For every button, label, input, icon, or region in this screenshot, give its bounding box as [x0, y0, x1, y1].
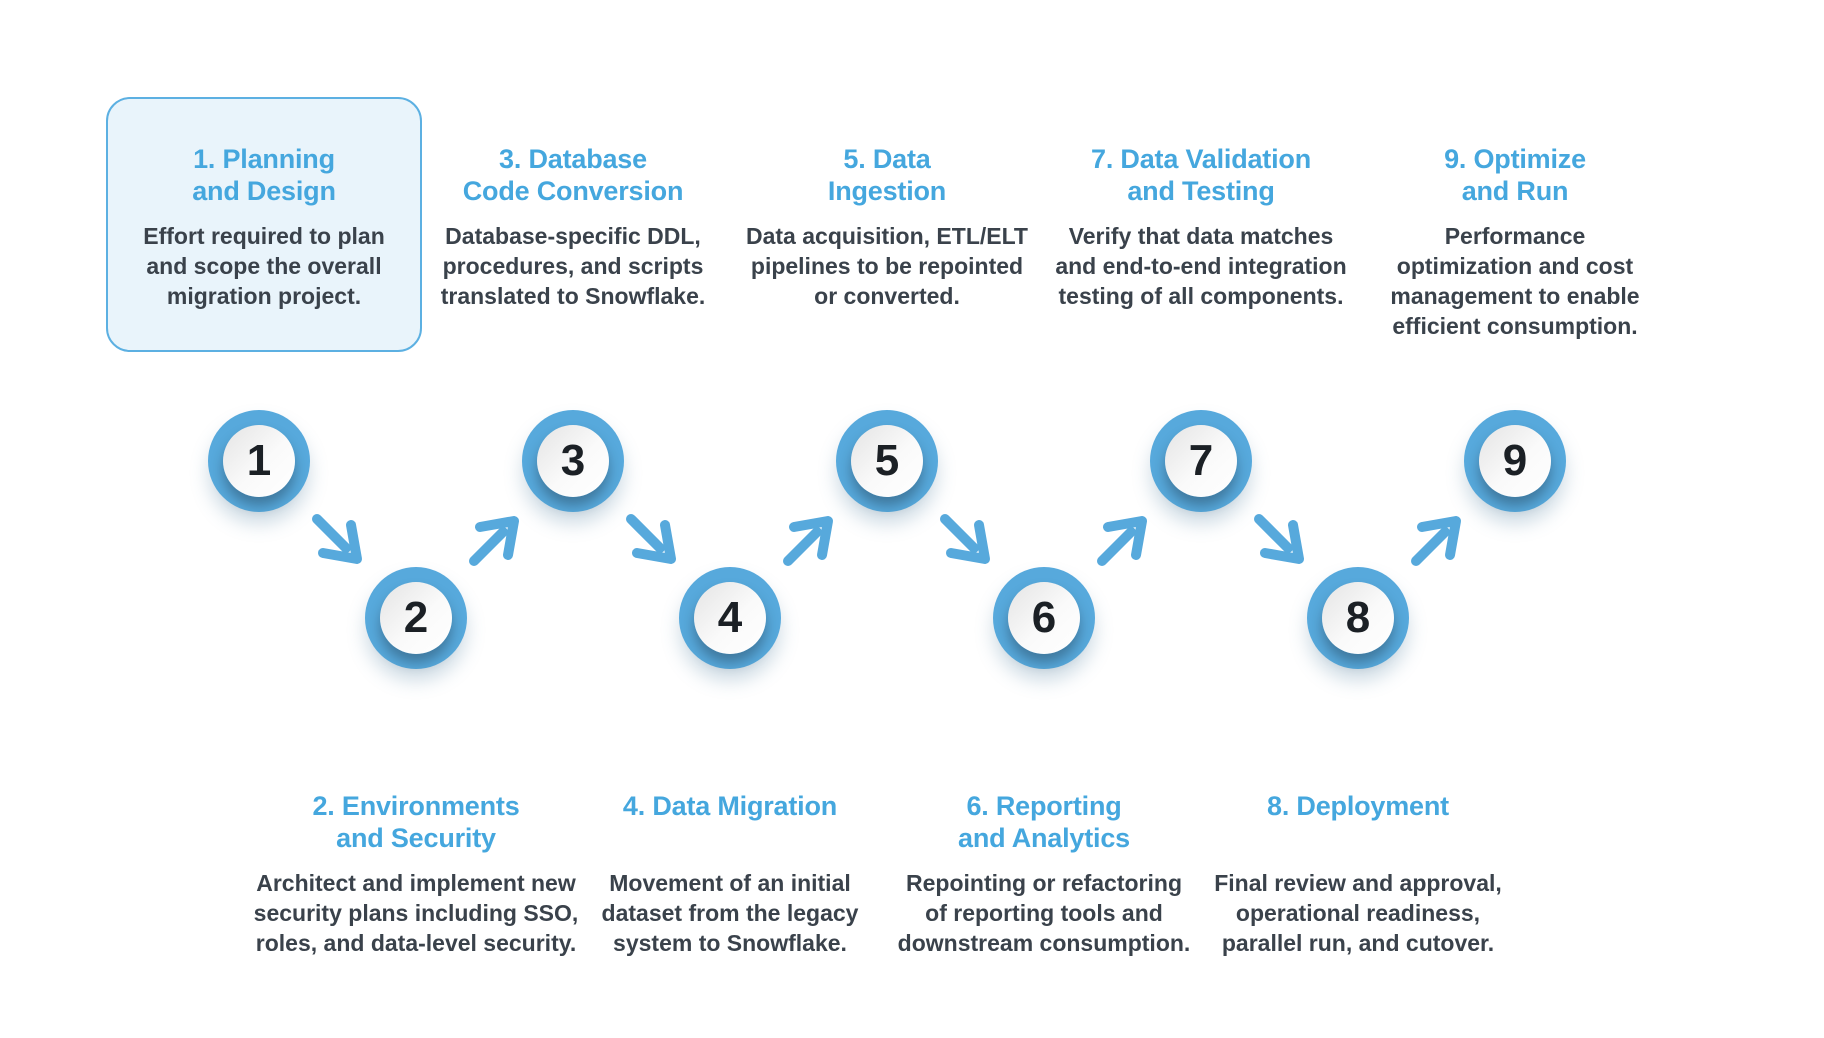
- step-8-circle-inner: 8: [1322, 582, 1394, 654]
- step-8-description: Final review and approval, operational r…: [1214, 870, 1502, 956]
- arrow-up-right-4-5-icon: [783, 516, 833, 566]
- step-1-number: 1: [246, 436, 272, 485]
- step-5-circle-inner: 5: [851, 425, 923, 497]
- step-6-title: 6. Reporting and Analytics: [958, 791, 1130, 853]
- step-3-circle: 3: [522, 410, 624, 512]
- step-4-label: 4. Data Migration Movement of an initial…: [560, 790, 900, 958]
- step-5-number: 5: [874, 436, 900, 485]
- step-3-label: 3. Database Code Conversion Database-spe…: [413, 143, 733, 311]
- step-9-description: Performance optimization and cost manage…: [1390, 223, 1640, 339]
- step-1-circle: 1: [208, 410, 310, 512]
- step-2-label: 2. Environments and Security Architect a…: [246, 790, 586, 958]
- step-5-title: 5. Data Ingestion: [827, 144, 947, 206]
- arrow-up-right-8-9-icon: [1411, 516, 1461, 566]
- step-5-circle: 5: [836, 410, 938, 512]
- step-5-label: 5. Data Ingestion Data acquisition, ETL/…: [727, 143, 1047, 311]
- step-2-circle-inner: 2: [380, 582, 452, 654]
- step-6-circle-inner: 6: [1008, 582, 1080, 654]
- step-4-circle-inner: 4: [694, 582, 766, 654]
- step-7-title: 7. Data Validation and Testing: [1091, 144, 1311, 206]
- step-4-description: Movement of an initial dataset from the …: [601, 870, 859, 956]
- step-3-description: Database-specific DDL, procedures, and s…: [440, 223, 706, 309]
- step-7-description: Verify that data matches and end-to-end …: [1055, 223, 1347, 309]
- step-6-number: 6: [1031, 593, 1057, 642]
- step-7-label: 7. Data Validation and Testing Verify th…: [1041, 143, 1361, 311]
- step-2-circle: 2: [365, 567, 467, 669]
- step-6-circle: 6: [993, 567, 1095, 669]
- step-8-label: 8. Deployment Final review and approval,…: [1188, 790, 1528, 958]
- arrow-down-right-1-2-icon: [312, 514, 362, 564]
- step-3-circle-inner: 3: [537, 425, 609, 497]
- step-3-title: 3. Database Code Conversion: [462, 144, 684, 206]
- step-8-number: 8: [1345, 593, 1371, 642]
- step-1-card: 1. Planning and Design Effort required t…: [106, 97, 422, 352]
- step-9-label: 9. Optimize and Run Performance optimiza…: [1355, 143, 1675, 341]
- step-9-number: 9: [1502, 436, 1528, 485]
- step-1-description: Effort required to plan and scope the ov…: [143, 223, 385, 309]
- step-7-circle-inner: 7: [1165, 425, 1237, 497]
- step-3-number: 3: [560, 436, 586, 485]
- arrow-down-right-7-8-icon: [1254, 514, 1304, 564]
- arrow-up-right-6-7-icon: [1097, 516, 1147, 566]
- step-1-circle-inner: 1: [223, 425, 295, 497]
- arrow-up-right-2-3-icon: [469, 516, 519, 566]
- step-6-description: Repointing or refactoring of reporting t…: [897, 870, 1191, 956]
- step-2-number: 2: [403, 593, 429, 642]
- step-7-circle: 7: [1150, 410, 1252, 512]
- step-8-circle: 8: [1307, 567, 1409, 669]
- step-2-title: 2. Environments and Security: [312, 791, 520, 853]
- step-8-title: 8. Deployment: [1267, 791, 1449, 821]
- step-9-circle-inner: 9: [1479, 425, 1551, 497]
- arrow-down-right-3-4-icon: [626, 514, 676, 564]
- step-9-circle: 9: [1464, 410, 1566, 512]
- step-5-description: Data acquisition, ETL/ELT pipelines to b…: [746, 223, 1028, 309]
- step-6-label: 6. Reporting and Analytics Repointing or…: [874, 790, 1214, 958]
- step-9-title: 9. Optimize and Run: [1444, 144, 1586, 206]
- step-4-title: 4. Data Migration: [622, 791, 838, 821]
- step-2-description: Architect and implement new security pla…: [253, 870, 579, 956]
- step-4-number: 4: [717, 593, 743, 642]
- step-1-title: 1. Planning and Design: [192, 144, 336, 206]
- arrow-down-right-5-6-icon: [940, 514, 990, 564]
- step-7-number: 7: [1188, 436, 1214, 485]
- step-4-circle: 4: [679, 567, 781, 669]
